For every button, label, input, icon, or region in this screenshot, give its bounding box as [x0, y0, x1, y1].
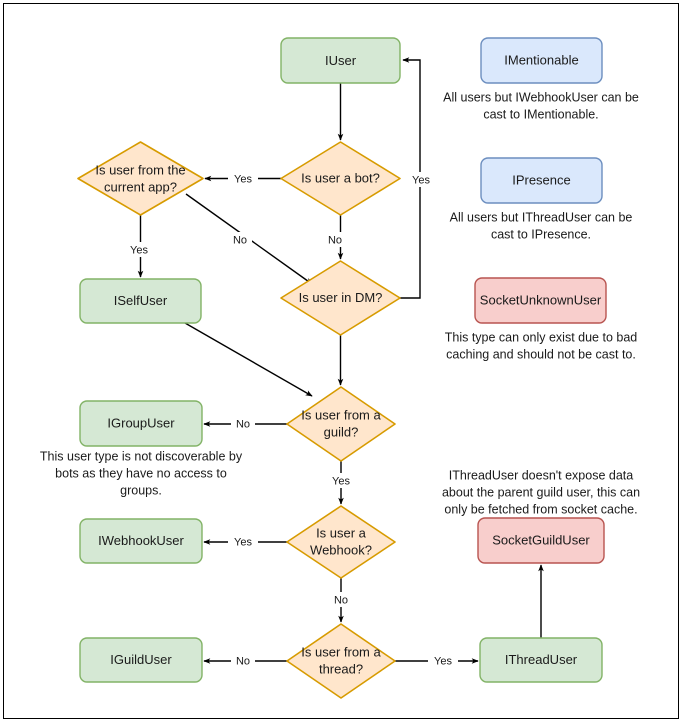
nodes-layer: IUser Is user a bot? Is user from the cu…	[77, 37, 607, 699]
edge-label-text: No	[334, 594, 348, 606]
note-line: only be fetched from socket cache.	[444, 502, 637, 516]
edge-label-text: No	[236, 418, 250, 430]
node-label: IMentionable	[504, 52, 578, 67]
node-label-line1: Is user from a	[301, 407, 381, 422]
edge-label-fromthread-no: No	[231, 653, 255, 668]
node-shape	[280, 37, 401, 84]
edge-label-text: Yes	[130, 244, 148, 256]
node-imentionable[interactable]: IMentionable	[480, 37, 603, 84]
node-socketunknownuser[interactable]: SocketUnknownUser	[474, 277, 607, 324]
note-line: cast to IMentionable.	[483, 107, 598, 121]
node-is-user-from-current-app[interactable]: Is user from the current app?	[77, 141, 204, 216]
node-ipresence[interactable]: IPresence	[480, 157, 603, 204]
node-label: IGroupUser	[107, 415, 175, 430]
edge-label-indm-yes: Yes	[406, 172, 436, 187]
node-label-line1: Is user a	[316, 525, 367, 540]
node-shape	[480, 157, 603, 204]
node-igroupuser[interactable]: IGroupUser	[79, 400, 203, 447]
node-shape	[79, 518, 203, 564]
node-shape	[477, 517, 605, 564]
node-label: Is user in DM?	[299, 290, 383, 305]
edge-label-fromapp-no: No	[228, 232, 252, 247]
node-label: ISelfUser	[114, 293, 168, 308]
node-ithreaduser[interactable]: IThreadUser	[479, 637, 603, 683]
edge-label-fromguild-yes: Yes	[326, 473, 356, 488]
node-label: IGuildUser	[110, 652, 172, 667]
node-shape	[286, 623, 396, 699]
edge-label-fromthread-yes: Yes	[428, 653, 458, 668]
edge-label-fromapp-yes: Yes	[124, 242, 154, 257]
node-label: IPresence	[512, 172, 571, 187]
note-socketguilduser: IThreadUser doesn't expose data about th…	[442, 468, 640, 516]
node-label-line2: guild?	[324, 424, 359, 439]
edge-labels-layer: Yes No Yes No Yes No	[124, 171, 458, 668]
node-iguilduser[interactable]: IGuildUser	[79, 637, 203, 683]
note-line: This type can only exist due to bad	[445, 330, 638, 344]
edge-label-text: No	[236, 655, 250, 667]
node-iuser[interactable]: IUser	[280, 37, 401, 84]
note-line: All users but IWebhookUser can be	[443, 90, 639, 104]
note-line: cast to IPresence.	[491, 227, 591, 241]
node-label: IWebhookUser	[98, 533, 184, 548]
edge-label-isbot-no: No	[323, 232, 347, 247]
node-is-user-a-webhook[interactable]: Is user a Webhook?	[286, 505, 396, 579]
node-is-user-a-bot[interactable]: Is user a bot?	[280, 141, 401, 216]
note-line: All users but IThreadUser can be	[450, 210, 633, 224]
node-shape	[77, 141, 204, 216]
node-is-user-in-dm[interactable]: Is user in DM?	[280, 260, 401, 336]
node-shape	[79, 278, 202, 324]
edge-label-iswebhook-no: No	[329, 592, 353, 607]
node-shape	[286, 505, 396, 579]
node-is-user-from-a-guild[interactable]: Is user from a guild?	[286, 386, 396, 462]
edge-label-iswebhook-yes: Yes	[228, 534, 258, 549]
edge-label-text: Yes	[412, 174, 430, 186]
node-shape	[79, 637, 203, 683]
node-is-user-from-a-thread[interactable]: Is user from a thread?	[286, 623, 396, 699]
note-line: caching and should not be cast to.	[446, 347, 636, 361]
edge-label-text: Yes	[234, 536, 252, 548]
note-igroupuser: This user type is not discoverable by bo…	[40, 449, 243, 497]
node-label-line1: Is user from the	[95, 162, 185, 177]
node-label-line2: thread?	[319, 661, 363, 676]
node-shape	[79, 400, 203, 447]
note-ipresence: All users but IThreadUser can be cast to…	[450, 210, 633, 241]
edge-label-text: Yes	[234, 173, 252, 185]
node-label-line2: Webhook?	[310, 542, 372, 557]
notes-layer: All users but IWebhookUser can be cast t…	[40, 90, 640, 516]
note-line: groups.	[120, 483, 162, 497]
node-shape	[280, 260, 401, 336]
node-label: IUser	[325, 53, 357, 68]
node-label-line1: Is user from a	[301, 644, 381, 659]
edge-label-text: No	[328, 234, 342, 246]
node-socketguilduser[interactable]: SocketGuildUser	[477, 517, 605, 564]
edge-label-fromguild-no: No	[231, 416, 255, 431]
node-shape	[474, 277, 607, 324]
note-line: bots as they have no access to	[55, 466, 227, 480]
node-label-line2: current app?	[104, 179, 177, 194]
node-label: IThreadUser	[505, 652, 578, 667]
node-label: Is user a bot?	[301, 170, 380, 185]
node-shape	[286, 386, 396, 462]
edge-label-text: Yes	[332, 475, 350, 487]
note-line: IThreadUser doesn't expose data	[449, 468, 633, 482]
node-shape	[480, 37, 603, 84]
edge-label-isbot-yes: Yes	[228, 171, 258, 186]
note-imentionable: All users but IWebhookUser can be cast t…	[443, 90, 639, 121]
node-shape	[280, 141, 401, 216]
edge-iselfuser-to-fromguild	[184, 322, 313, 397]
node-iselfuser[interactable]: ISelfUser	[79, 278, 202, 324]
node-label: SocketGuildUser	[492, 532, 590, 547]
node-shape	[479, 637, 603, 683]
edge-label-text: Yes	[434, 655, 452, 667]
note-line: about the parent guild user, this can	[442, 485, 640, 499]
note-socketunknownuser: This type can only exist due to bad cach…	[445, 330, 638, 361]
node-label: SocketUnknownUser	[480, 292, 602, 307]
note-line: This user type is not discoverable by	[40, 449, 243, 463]
edge-label-text: No	[233, 234, 247, 246]
node-iwebhookuser[interactable]: IWebhookUser	[79, 518, 203, 564]
